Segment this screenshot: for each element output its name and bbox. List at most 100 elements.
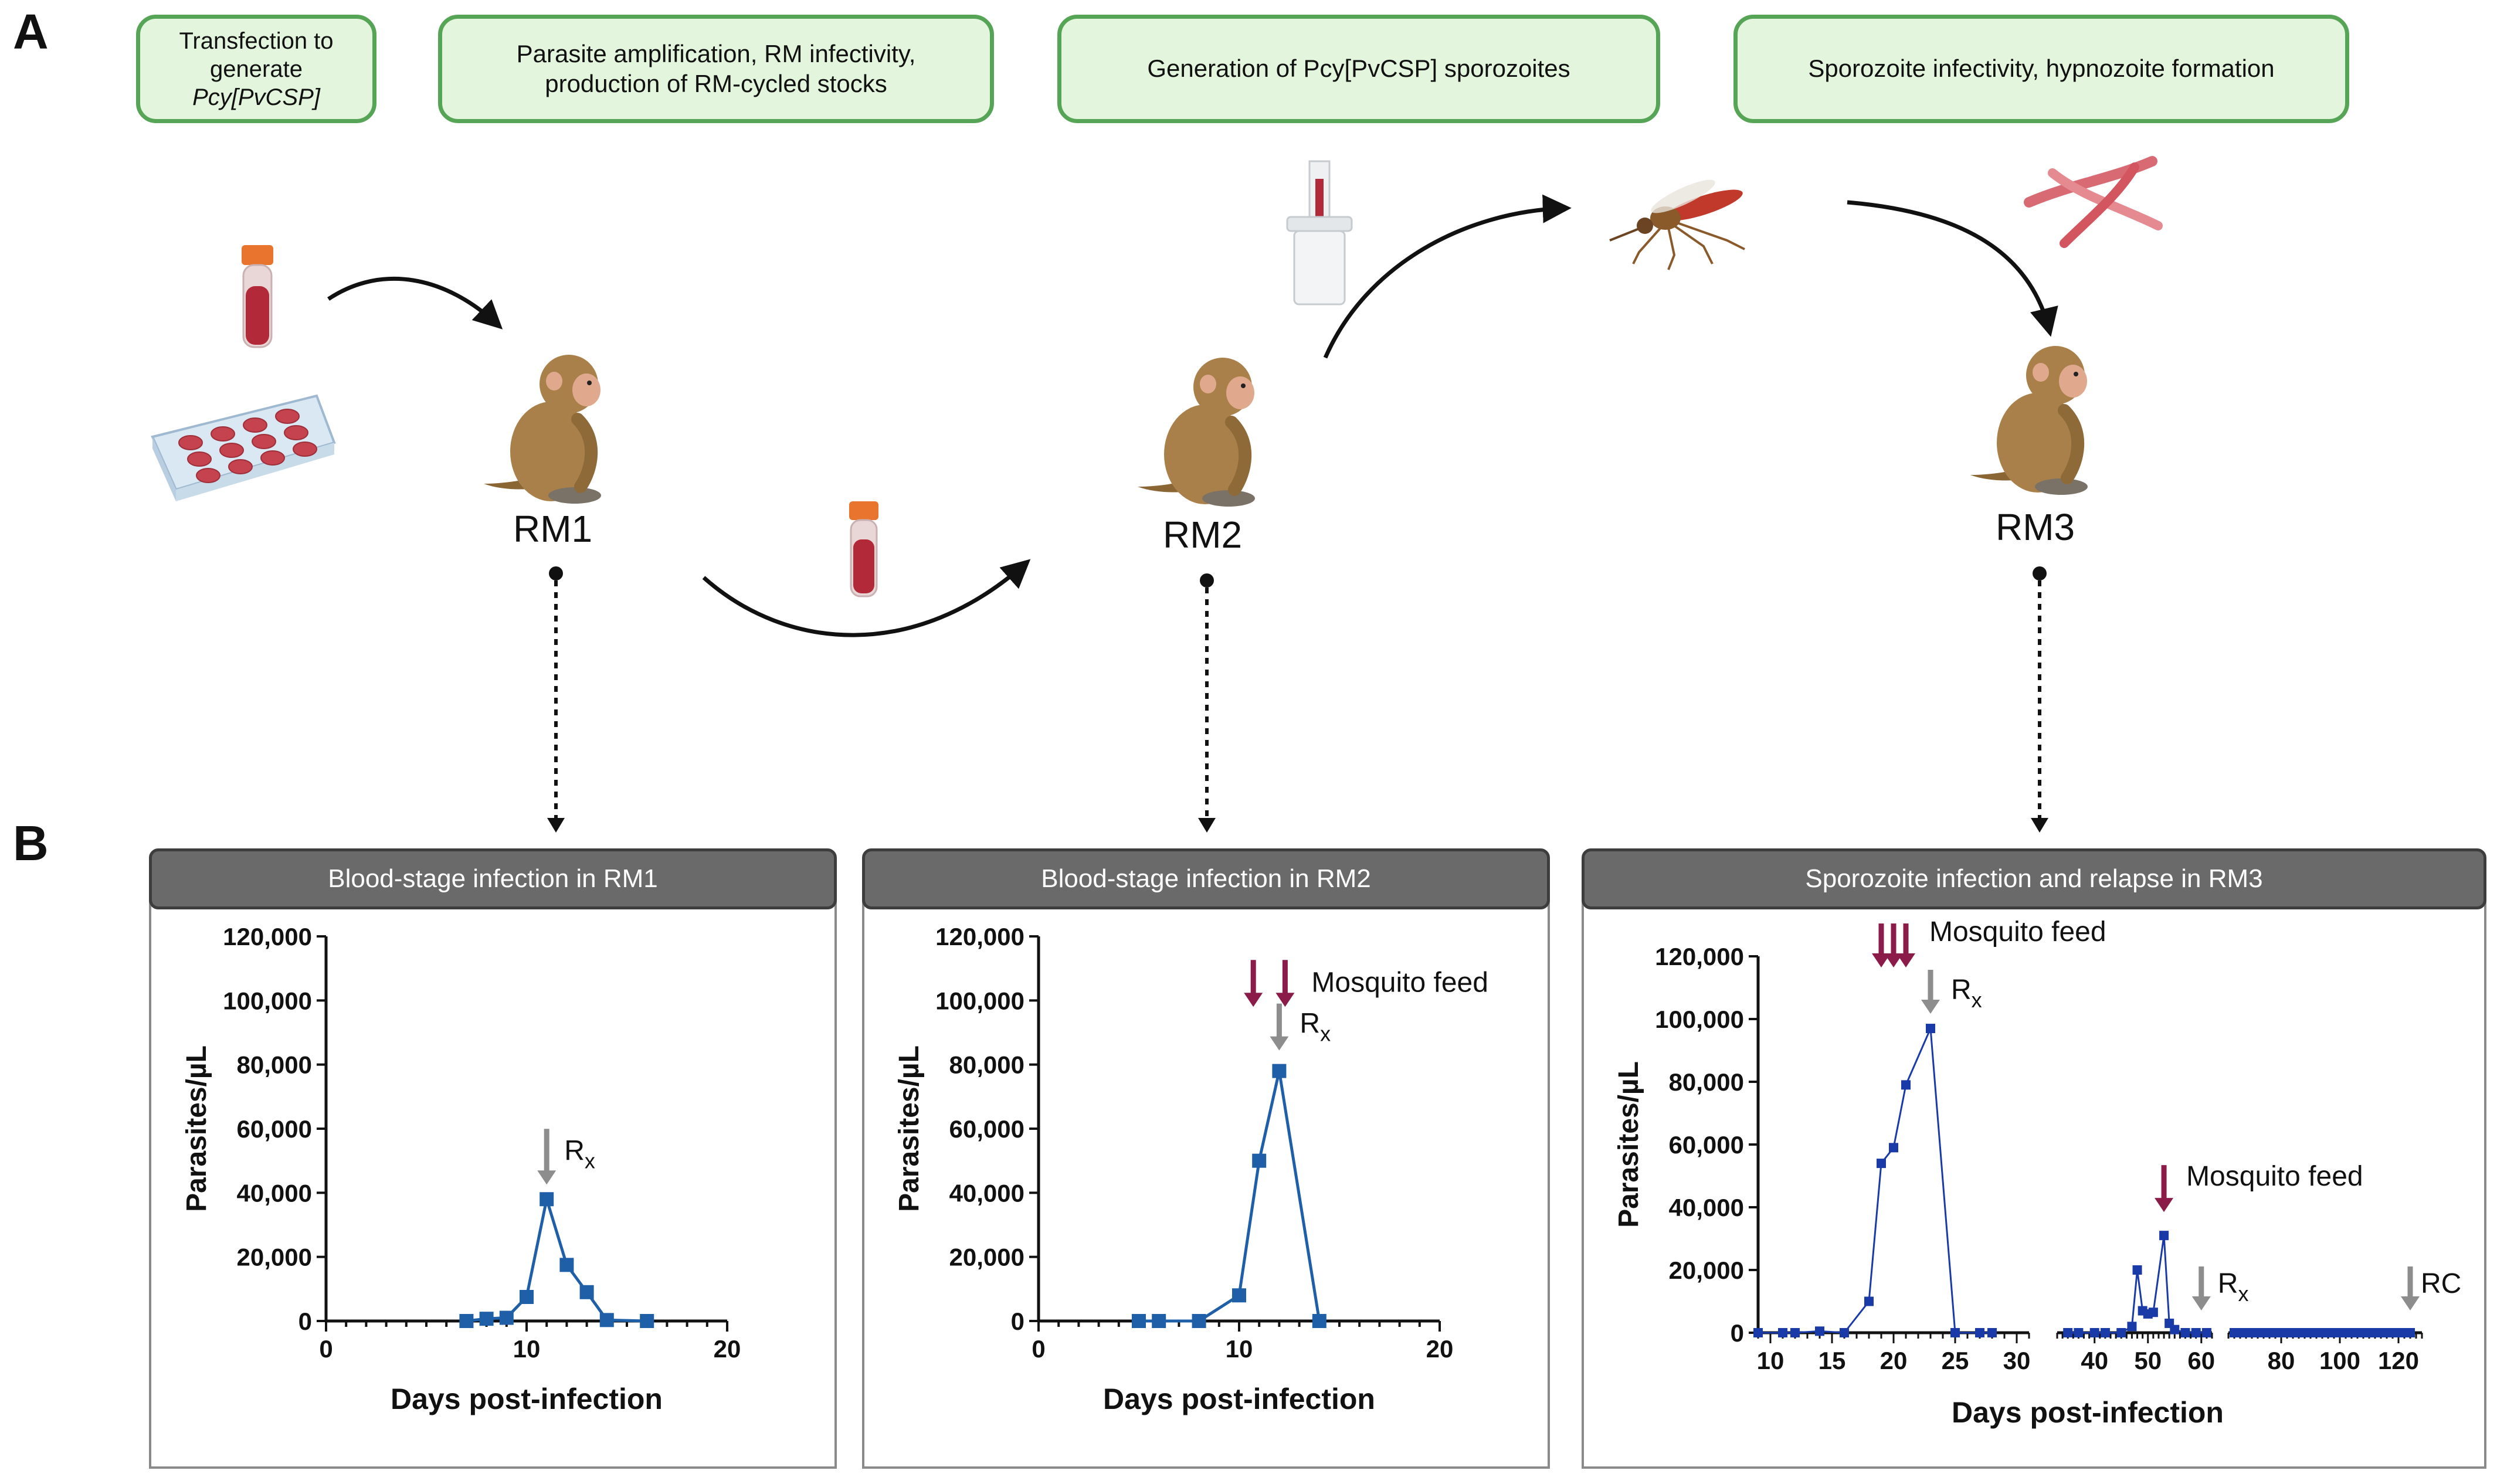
chart-3-feed-arrow — [1884, 953, 1903, 967]
chart-2-rx-arrow — [1270, 1036, 1289, 1051]
chart-1-rx-arrow — [537, 1170, 557, 1185]
chart-1-y-tick-label: 60,000 — [237, 1115, 312, 1143]
chart-3-data-point — [1790, 1328, 1800, 1337]
step-transfection-line-2: generate — [210, 56, 303, 82]
chart-2-y-tick-label: 80,000 — [949, 1051, 1024, 1079]
chart-2-feed-label: Mosquito feed — [1311, 967, 1488, 998]
chart-rm1-title: Blood-stage infection in RM1 — [149, 848, 837, 909]
chart-1-x-tick-label: 0 — [319, 1335, 333, 1363]
chart-3-x-tick-label: 30 — [2003, 1347, 2031, 1374]
chart-2-y-tick-label: 20,000 — [949, 1244, 1024, 1271]
chart-3-y-tick-label: 100,000 — [1655, 1006, 1744, 1033]
connector-rm1 — [547, 566, 565, 833]
chart-1-data-point — [599, 1313, 614, 1327]
chart-1-data-point — [479, 1312, 494, 1326]
rm3-label: RM3 — [1996, 506, 2075, 548]
chart-3-y-tick-label: 120,000 — [1655, 943, 1744, 970]
arrow-rm2-to-mosquito — [1323, 194, 1572, 359]
panel-label-a: A — [13, 4, 49, 59]
chart-2-y-tick-label: 100,000 — [935, 987, 1024, 1014]
chart-rm1-box — [149, 872, 837, 1469]
chart-1-x-tick-label: 10 — [513, 1335, 541, 1363]
chart-1-y-tick-label: 120,000 — [223, 923, 312, 950]
chart-1-data-point — [459, 1314, 474, 1328]
chart-2-x-tick-label: 0 — [1032, 1335, 1045, 1363]
step-sporozoite-generation-line-1: Generation of Pcy[PvCSP] sporozoites — [1147, 55, 1570, 83]
rm2-label: RM2 — [1163, 514, 1243, 556]
chart-3-data-point — [2074, 1328, 2084, 1337]
chart-2-y-tick-label: 0 — [1011, 1308, 1024, 1335]
chart-2-y-tick-label: 40,000 — [949, 1179, 1024, 1207]
mosquito-icon — [1609, 179, 1745, 270]
chart-rm3-title: Sporozoite infection and relapse in RM3 — [1582, 848, 2486, 909]
monkey-icon — [1970, 346, 2088, 495]
blood-tube-icon — [849, 501, 878, 597]
chart-3-y-tick-label: 60,000 — [1669, 1131, 1744, 1159]
chart-3-rx-arrow-2 — [2191, 1296, 2211, 1310]
chart-1-y-tick-label: 0 — [298, 1308, 312, 1335]
chart-2-feed-arrow — [1244, 993, 1263, 1007]
blood-tube-icon — [242, 245, 273, 348]
chart-3-data-point — [2170, 1325, 2180, 1334]
chart-2-data-point — [1132, 1314, 1146, 1328]
chart-rm2-title: Blood-stage infection in RM2 — [862, 848, 1550, 909]
chart-3-data-point — [1864, 1296, 1874, 1306]
chart-2-x-tick-label: 10 — [1226, 1335, 1253, 1363]
chart-3-data-point — [2191, 1328, 2201, 1337]
chart-3-data-point — [2116, 1328, 2126, 1337]
chart-3-x-tick-label: 20 — [1880, 1347, 1908, 1374]
chart-3-x-tick-label: 10 — [1757, 1347, 1784, 1374]
chart-3-x-tick-label: 60 — [2187, 1347, 2215, 1374]
chart-2-data-point — [1192, 1314, 1206, 1328]
chart-3-x-tick-label: 100 — [2319, 1347, 2360, 1374]
chart-1-y-tick-label: 80,000 — [237, 1051, 312, 1079]
chart-3-data-point — [2063, 1328, 2073, 1337]
chart-3-data-point — [1950, 1328, 1960, 1337]
chart-3-y-tick-label: 0 — [1731, 1319, 1744, 1347]
chart-1-y-tick-label: 40,000 — [237, 1179, 312, 1207]
connector-rm3 — [2031, 566, 2048, 833]
chart-2-x-tick-label: 20 — [1426, 1335, 1454, 1363]
chart-1-y-tick-label: 20,000 — [237, 1244, 312, 1271]
step-amplification: Parasite amplification, RM infectivity, … — [438, 15, 994, 123]
rm1-label: RM1 — [513, 508, 593, 550]
chart-2-y-tick-label: 60,000 — [949, 1115, 1024, 1143]
chart-3-data-point — [1987, 1328, 1997, 1337]
chart-1-y-label: Parasites/µL — [181, 1045, 212, 1212]
chart-1-data-point — [559, 1258, 574, 1272]
chart-2-data-point — [1252, 1153, 1267, 1168]
chart-2-x-label: Days post-infection — [1103, 1383, 1375, 1415]
liver-worm-icon — [2024, 156, 2163, 248]
chart-3-y-label: Parasites/µL — [1613, 1061, 1644, 1228]
chart-3-data-point — [2406, 1328, 2415, 1337]
chart-1-data-point — [640, 1314, 654, 1328]
chart-2-data-point — [1152, 1314, 1166, 1328]
chart-3-data-point — [2127, 1322, 2137, 1332]
chart-3-data-point — [1778, 1328, 1787, 1337]
panel-label-b: B — [13, 816, 49, 871]
chart-3-rx-label: Rx — [1951, 974, 1982, 1012]
step-transfection: Transfection to generate Pcy[PvCSP] — [136, 15, 376, 123]
chart-3-y-tick-label: 80,000 — [1669, 1068, 1744, 1096]
syringe-icon — [1286, 160, 1353, 305]
chart-3-feed-label: Mosquito feed — [1929, 916, 2106, 948]
chart-3-x-tick-label: 120 — [2378, 1347, 2419, 1374]
chart-3-rx-label-2: Rx — [2218, 1268, 2249, 1306]
chart-3-data-point — [2132, 1265, 2142, 1275]
arrow-plate-to-rm1 — [327, 277, 503, 330]
chart-2-rx-label: Rx — [1300, 1008, 1331, 1046]
chart-3-data-point — [2148, 1308, 2158, 1317]
chart-3-data-point — [1877, 1159, 1886, 1169]
chart-1-series-line — [466, 1198, 647, 1323]
chart-3-y-tick-label: 40,000 — [1669, 1194, 1744, 1221]
chart-3-series-line — [1758, 1028, 1992, 1334]
chart-3-x-tick-label: 80 — [2268, 1347, 2295, 1374]
chart-3-data-point — [2180, 1328, 2190, 1337]
chart-3-feed-arrow-2 — [2155, 1198, 2174, 1213]
step-transfection-line-3: Pcy[PvCSP] — [192, 84, 320, 110]
chart-3-feed-arrow — [1897, 953, 1915, 967]
chart-3-data-point — [2100, 1328, 2110, 1337]
